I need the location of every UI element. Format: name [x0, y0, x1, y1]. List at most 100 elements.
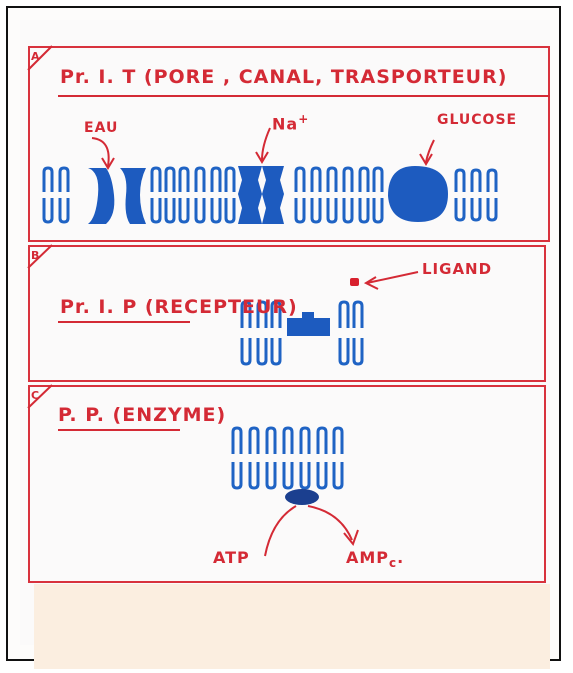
- sodium-arrow: [261, 127, 271, 161]
- phospholipid: [342, 198, 354, 224]
- phospholipid: [358, 166, 370, 192]
- phospholipid: [316, 426, 328, 454]
- phospholipid: [332, 426, 344, 454]
- phospholipid: [194, 166, 206, 192]
- sodium-arrowhead: [255, 151, 269, 164]
- phospholipid: [256, 300, 268, 328]
- panel-b-corner-slash: [27, 244, 53, 269]
- panel-a-title: Pr. I. T (PORE , CANAL, TRASPORTEUR): [60, 66, 508, 88]
- phospholipid: [299, 426, 311, 454]
- glucose-arrowhead: [419, 153, 433, 166]
- sodium-label: Na+: [272, 112, 310, 134]
- phospholipid: [338, 300, 350, 328]
- phospholipid: [150, 166, 162, 192]
- phospholipid: [326, 198, 338, 224]
- phospholipid: [326, 166, 338, 192]
- phospholipid: [352, 300, 364, 328]
- phospholipid: [150, 198, 162, 224]
- phospholipid: [265, 426, 277, 454]
- phospholipid: [210, 198, 222, 224]
- phospholipid: [210, 166, 222, 192]
- sodium-channel: [238, 166, 284, 224]
- phospholipid: [486, 198, 498, 222]
- amp-arrowhead: [343, 529, 359, 547]
- phospholipid: [58, 166, 70, 192]
- phospholipid: [486, 168, 498, 192]
- phospholipid: [372, 198, 384, 224]
- phospholipid: [265, 462, 277, 490]
- paper-sheet: [20, 20, 550, 645]
- phospholipid: [42, 198, 54, 224]
- phospholipid: [248, 426, 260, 454]
- panel-b-membrane: [240, 300, 364, 366]
- ligand-molecule: [350, 278, 359, 286]
- panel-b-border: [28, 245, 546, 382]
- phospholipid: [299, 462, 311, 490]
- glucose-label: GLUCOSE: [437, 112, 518, 128]
- sodium-charge: +: [298, 112, 310, 126]
- panel-c-membrane: [231, 426, 344, 490]
- phospholipid: [270, 338, 282, 366]
- phospholipid: [338, 338, 350, 366]
- glucose-transporter: [388, 166, 448, 222]
- panel-a-membrane: [42, 166, 498, 224]
- phospholipid: [270, 300, 282, 328]
- water-arrowhead: [101, 157, 115, 170]
- panel-c-letter: C: [31, 389, 40, 402]
- ligand-arrowhead: [363, 276, 379, 290]
- panel-c-border: [28, 385, 546, 583]
- phospholipid: [240, 338, 252, 366]
- receptor-protein: [287, 312, 330, 336]
- footer-blank-area: [34, 584, 550, 669]
- phospholipid: [58, 198, 70, 224]
- atp-to-enzyme-arrow: [264, 505, 297, 557]
- panel-c-title: P. P. (ENZYME): [58, 404, 227, 426]
- phospholipid: [294, 166, 306, 192]
- panel-b-letter: B: [31, 249, 40, 262]
- panel-a-letter: A: [31, 50, 40, 63]
- phospholipid: [224, 198, 236, 224]
- phospholipid: [42, 166, 54, 192]
- phospholipid: [316, 462, 328, 490]
- phospholipid: [178, 198, 190, 224]
- panel-a-corner-slash: [27, 45, 53, 71]
- enzyme-protein: [285, 489, 319, 505]
- phospholipid: [194, 198, 206, 224]
- water-arrow: [91, 137, 110, 167]
- glucose-arrow: [425, 139, 435, 163]
- phospholipid: [352, 338, 364, 366]
- phospholipid: [310, 166, 322, 192]
- phospholipid: [248, 462, 260, 490]
- ligand-arrow: [366, 271, 419, 284]
- phospholipid: [454, 198, 466, 222]
- phospholipid: [470, 168, 482, 192]
- phospholipid: [310, 198, 322, 224]
- water-label: EAU: [84, 120, 119, 136]
- phospholipid: [282, 462, 294, 490]
- water-channel: [88, 168, 146, 224]
- phospholipid: [178, 166, 190, 192]
- panel-c-corner-slash: [27, 384, 53, 409]
- enzyme-to-amp-arrow: [307, 505, 353, 541]
- amp-subscript: c: [389, 556, 398, 571]
- phospholipid: [164, 198, 176, 224]
- phospholipid: [231, 426, 243, 454]
- phospholipid: [332, 462, 344, 490]
- atp-label: ATP: [213, 548, 250, 567]
- phospholipid: [256, 338, 268, 366]
- phospholipid: [358, 198, 370, 224]
- phospholipid: [240, 300, 252, 328]
- phospholipid: [372, 166, 384, 192]
- phospholipid: [282, 426, 294, 454]
- ligand-label: LIGAND: [422, 260, 493, 278]
- amp-label: AMPc.: [346, 548, 405, 571]
- phospholipid: [342, 166, 354, 192]
- panel-a-border: [28, 46, 550, 242]
- panel-b-title: Pr. I. P (RECEPTEUR): [60, 296, 298, 318]
- phospholipid: [224, 166, 236, 192]
- phospholipid: [470, 198, 482, 222]
- phospholipid: [454, 168, 466, 192]
- phospholipid: [231, 462, 243, 490]
- phospholipid: [294, 198, 306, 224]
